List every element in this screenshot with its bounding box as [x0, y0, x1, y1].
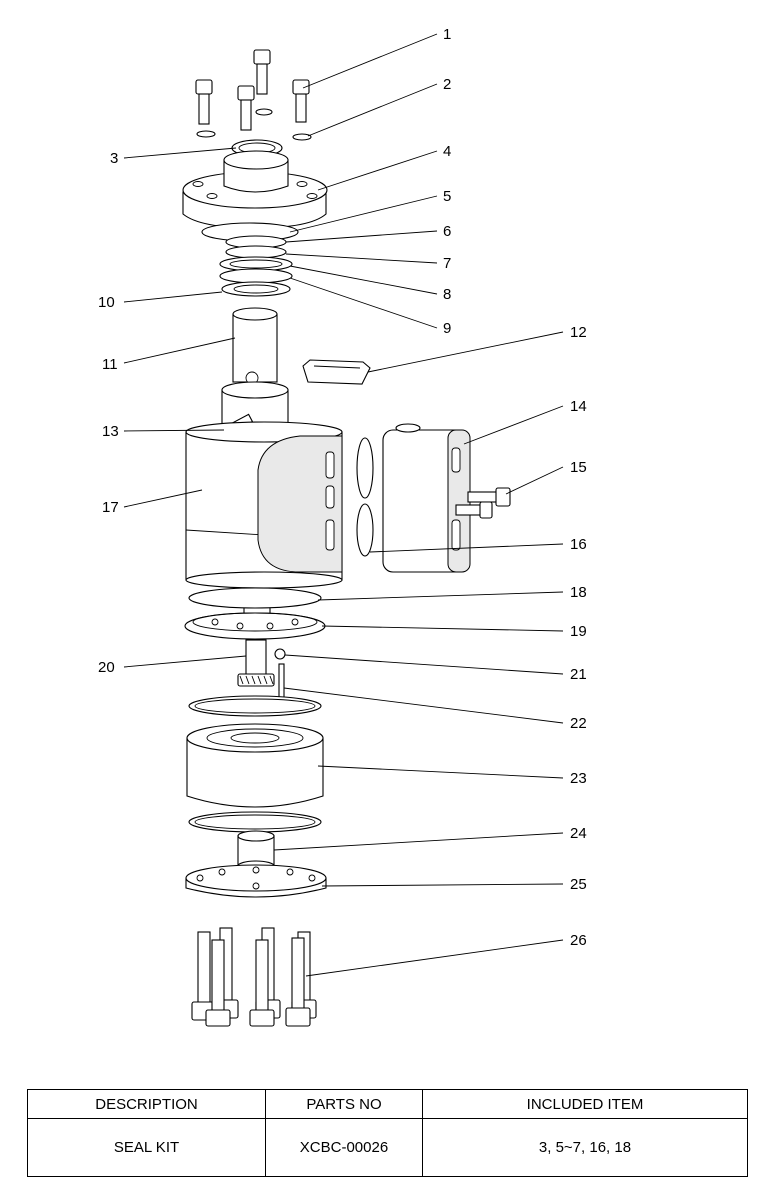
- part-21-check-ball: [274, 648, 286, 660]
- callout-labels: 1 2 3 4 5 6 7 8 9 10 11 12 13 14 15 16 1…: [98, 26, 587, 949]
- callout-4: 4: [443, 143, 451, 160]
- callout-2: 2: [443, 76, 451, 93]
- part-20-drive-shaft: [237, 639, 275, 687]
- callout-26: 26: [570, 932, 587, 949]
- callout-23: 23: [570, 770, 587, 787]
- part-26-long-bolts: [191, 927, 317, 1027]
- part-11-spool: [232, 307, 278, 385]
- o-ring-upper: [188, 695, 322, 717]
- part-16-o-rings: [356, 437, 374, 557]
- callout-19: 19: [570, 623, 587, 640]
- callout-7: 7: [443, 255, 451, 272]
- part-19-wear-plate: [184, 612, 326, 640]
- part-2-washers: [196, 108, 312, 141]
- part-1-cap-screws: [195, 49, 310, 131]
- cell-included-item: 3, 5~7, 16, 18: [422, 1118, 748, 1177]
- callout-20: 20: [98, 659, 115, 676]
- callout-10: 10: [98, 294, 115, 311]
- leader-lines: [123, 33, 564, 977]
- callout-25: 25: [570, 876, 587, 893]
- cell-parts-no: XCBC-00026: [265, 1118, 423, 1177]
- table-row: SEAL KIT XCBC-00026 3, 5~7, 16, 18: [27, 1118, 748, 1177]
- callout-13: 13: [102, 423, 119, 440]
- callout-21: 21: [570, 666, 587, 683]
- part-14-port-block: [382, 423, 471, 573]
- seal-kit-table: DESCRIPTION PARTS NO INCLUDED ITEM SEAL …: [27, 1089, 748, 1177]
- callout-5: 5: [443, 188, 451, 205]
- callout-12: 12: [570, 324, 587, 341]
- part-25-end-cap: [185, 864, 327, 898]
- callout-16: 16: [570, 536, 587, 553]
- callout-14: 14: [570, 398, 587, 415]
- callout-17: 17: [102, 499, 119, 516]
- header-parts-no: PARTS NO: [265, 1089, 423, 1119]
- part-17-housing: [185, 421, 343, 589]
- callout-3: 3: [110, 150, 118, 167]
- callout-18: 18: [570, 584, 587, 601]
- part-15-plug-screws: [455, 487, 511, 519]
- callout-9: 9: [443, 320, 451, 337]
- callout-6: 6: [443, 223, 451, 240]
- callout-8: 8: [443, 286, 451, 303]
- part-23-gerotor: [186, 723, 324, 808]
- o-ring-lower: [188, 811, 322, 833]
- callout-22: 22: [570, 715, 587, 732]
- exploded-parts-diagram: 1 2 3 4 5 6 7 8 9 10 11 12 13 14 15 16 1…: [98, 26, 587, 1027]
- table-header-row: DESCRIPTION PARTS NO INCLUDED ITEM: [27, 1089, 748, 1119]
- header-included-item: INCLUDED ITEM: [422, 1089, 748, 1119]
- callout-24: 24: [570, 825, 587, 842]
- header-description: DESCRIPTION: [27, 1089, 266, 1119]
- callout-15: 15: [570, 459, 587, 476]
- cell-description: SEAL KIT: [27, 1118, 266, 1177]
- part-12-centering-springs: [302, 359, 371, 385]
- parts-5-to-10-seals: [201, 222, 299, 297]
- callout-11: 11: [102, 356, 118, 373]
- callout-1: 1: [443, 26, 451, 43]
- part-4-cover-flange: [182, 150, 328, 229]
